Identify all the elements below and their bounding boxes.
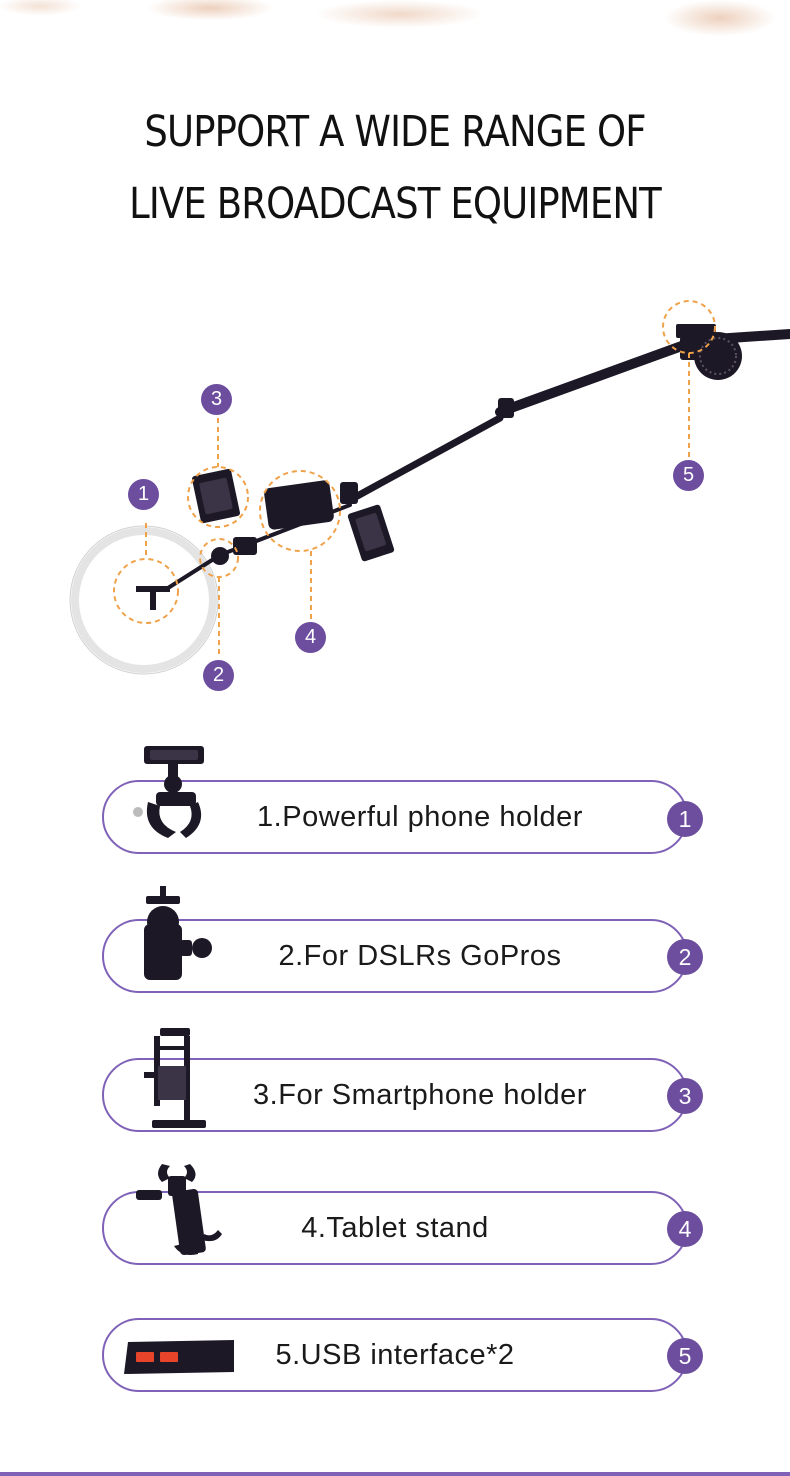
callout-badge-1: 1: [128, 479, 159, 510]
feature-badge-2: 2: [667, 939, 703, 975]
feature-badge-4: 4: [667, 1211, 703, 1247]
feature-label-2: 2.For DSLRs GoPros: [278, 939, 562, 972]
ring-light-image: [69, 525, 219, 675]
feature-label-4: 4.Tablet stand: [301, 1211, 489, 1244]
feature-row-3: 3.For Smartphone holder: [102, 1058, 688, 1132]
title-line-1: SUPPORT A WIDE RANGE OF: [144, 107, 646, 157]
feature-label-5: 5.USB interface*2: [275, 1338, 515, 1371]
title-line-2: LIVE BROADCAST EQUIPMENT: [129, 179, 662, 229]
page-title: SUPPORT A WIDE RANGE OF LIVE BROADCAST E…: [55, 96, 734, 240]
callout-badge-2: 2: [203, 660, 234, 691]
accessory-mounts-image: [192, 324, 742, 565]
feature-row-1: 1.Powerful phone holder: [102, 780, 688, 854]
bottom-divider: [0, 1472, 790, 1476]
usb-hub-icon: [124, 1340, 234, 1374]
feature-label-3: 3.For Smartphone holder: [253, 1078, 587, 1111]
callout-badge-5: 5: [673, 460, 704, 491]
feature-badge-1: 1: [667, 801, 703, 837]
feature-badge-5: 5: [667, 1338, 703, 1374]
smartphone-clip-icon: [144, 1028, 206, 1128]
callout-badge-3: 3: [201, 384, 232, 415]
product-diagram: [69, 300, 790, 675]
feature-badge-3: 3: [667, 1078, 703, 1114]
tablet-clamp-icon: [136, 1164, 222, 1255]
gooseneck-arm-image: [166, 329, 790, 590]
ball-head-icon: [144, 886, 212, 980]
callout-markers: [113, 300, 716, 658]
callout-badge-4: 4: [295, 622, 326, 653]
decorative-speckle: [0, 0, 790, 70]
feature-label-1: 1.Powerful phone holder: [257, 800, 583, 833]
phone-clamp-icon: [133, 746, 204, 838]
